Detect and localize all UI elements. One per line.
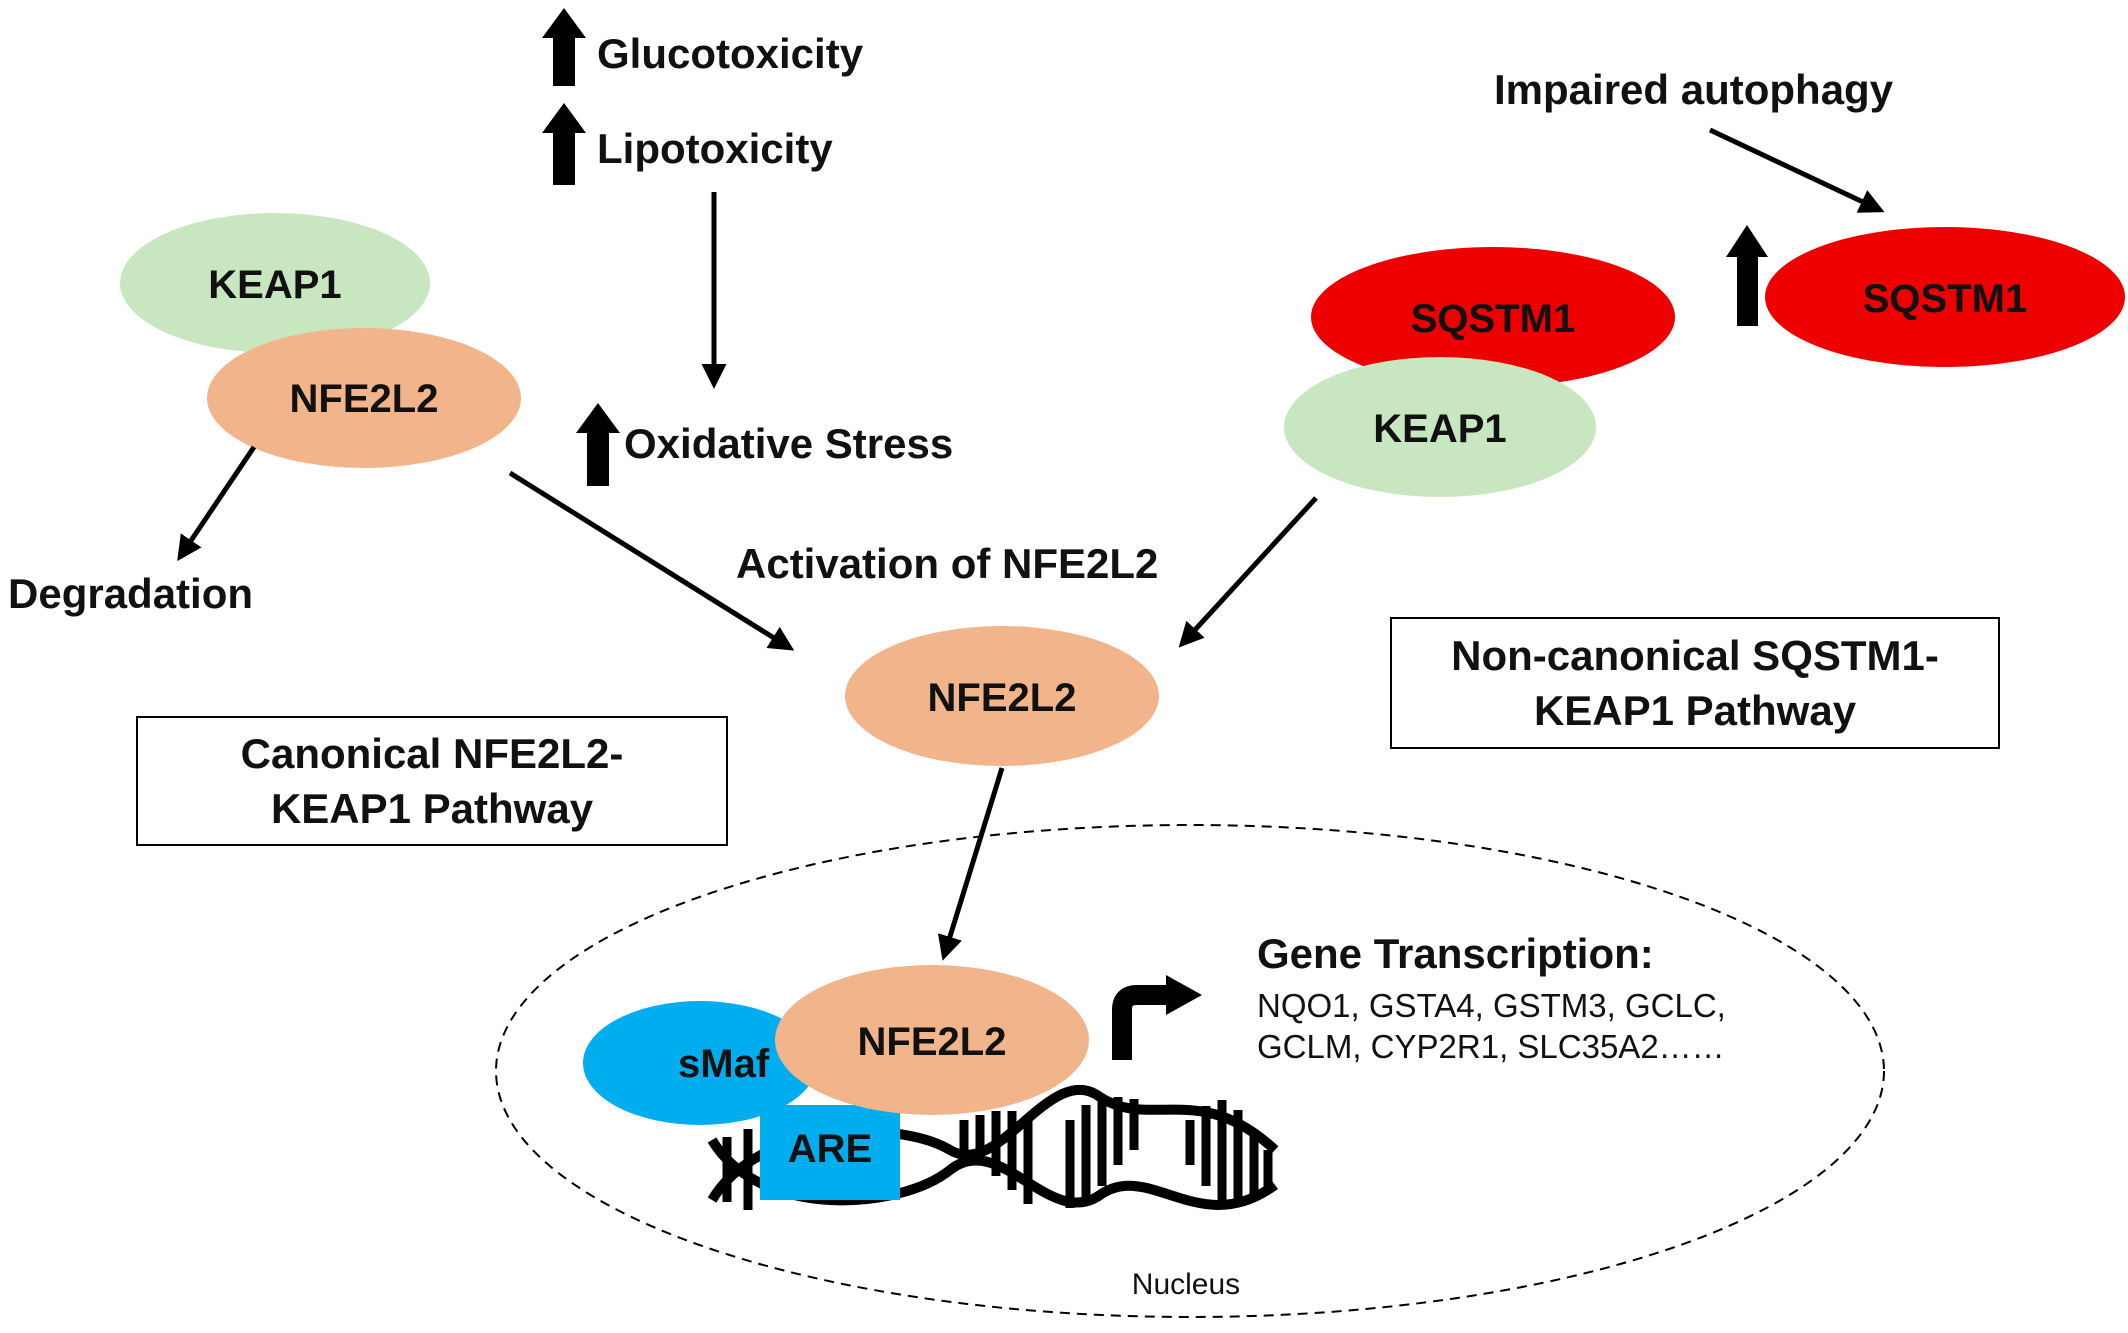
nuclear-nfe2l2-label: NFE2L2 <box>858 1020 1007 1064</box>
bound-sqstm1-ellipse <box>1311 247 1675 387</box>
noncanonical-to-activation-arrow <box>1178 496 1318 648</box>
canonical-to-activation-arrow <box>508 470 795 651</box>
noncanonical-box-line1: Non-canonical SQSTM1- <box>1451 632 1939 679</box>
activated-nfe2l2-ellipse <box>845 626 1159 766</box>
degradation-arrow <box>177 445 257 562</box>
smaf-ellipse <box>583 1001 817 1125</box>
impaired-autophagy-label: Impaired autophagy <box>1494 66 1894 113</box>
smaf-label: sMaf <box>678 1042 770 1086</box>
sqstm1-up-arrow-icon <box>1726 225 1768 326</box>
are-label: ARE <box>788 1127 872 1171</box>
noncanonical-pathway-box <box>1390 617 2000 749</box>
translocation-arrow <box>937 767 1005 961</box>
activation-label: Activation of NFE2L2 <box>736 540 1158 587</box>
canonical-nfe2l2-label: NFE2L2 <box>290 377 439 421</box>
autophagy-to-sqstm1-arrow <box>1708 127 1885 213</box>
transcription-arrow-icon <box>1112 975 1202 1060</box>
gene-list-line2: GCLM, CYP2R1, SLC35A2…… <box>1257 1028 1725 1065</box>
free-sqstm1-ellipse <box>1765 227 2125 367</box>
lipotoxicity-label: Lipotoxicity <box>597 125 833 172</box>
nuclear-nfe2l2-ellipse <box>775 965 1089 1115</box>
canonical-box-line1: Canonical NFE2L2- <box>241 730 624 777</box>
nucleus-boundary <box>495 824 1885 1318</box>
glucotoxicity-up-arrow-icon <box>542 8 586 86</box>
degradation-label: Degradation <box>8 570 253 617</box>
canonical-pathway-box <box>136 716 728 846</box>
noncanonical-keap1-ellipse <box>1284 357 1596 497</box>
gene-transcription-title: Gene Transcription: <box>1257 930 1654 977</box>
gene-list-line1: NQO1, GSTA4, GSTM3, GCLC, <box>1257 987 1726 1024</box>
activated-nfe2l2-label: NFE2L2 <box>928 676 1077 720</box>
noncanonical-keap1-label: KEAP1 <box>1373 407 1506 451</box>
dna-rungs <box>722 1097 1273 1210</box>
oxidative-stress-label: Oxidative Stress <box>624 420 953 467</box>
glucotoxicity-label: Glucotoxicity <box>597 30 864 77</box>
lipotoxicity-up-arrow-icon <box>542 103 586 185</box>
noncanonical-box-line2: KEAP1 Pathway <box>1534 687 1857 734</box>
canonical-box-line2: KEAP1 Pathway <box>271 785 594 832</box>
canonical-nfe2l2-ellipse <box>207 328 521 468</box>
canonical-keap1-label: KEAP1 <box>208 263 341 307</box>
canonical-keap1-ellipse <box>120 213 430 353</box>
free-sqstm1-label: SQSTM1 <box>1863 277 2027 321</box>
oxidative-stress-up-arrow-icon <box>576 403 620 486</box>
are-box <box>760 1105 900 1200</box>
bound-sqstm1-label: SQSTM1 <box>1411 297 1575 341</box>
nucleus-label: Nucleus <box>1132 1268 1240 1301</box>
